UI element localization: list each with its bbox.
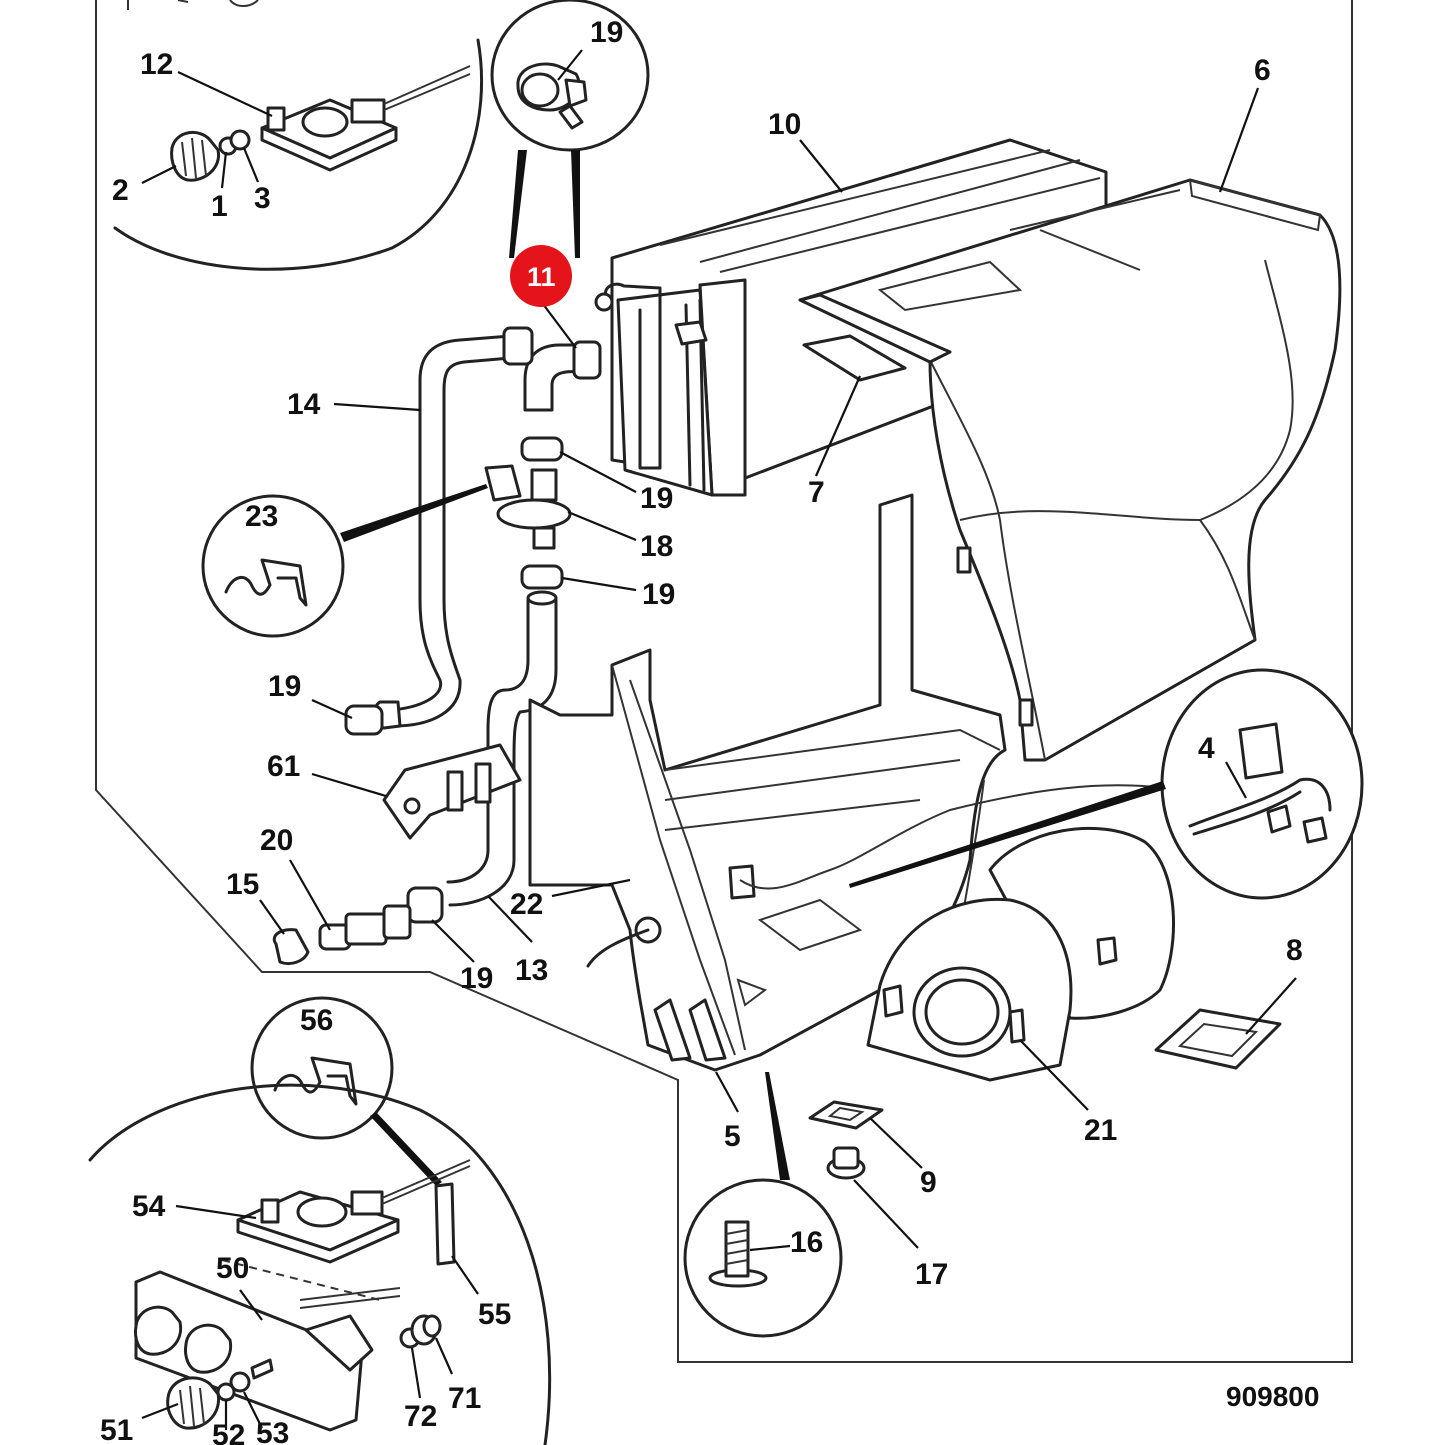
detail-circle-wiring-harness-4 — [849, 668, 1364, 900]
hose-clip-19-icon — [516, 62, 588, 130]
callout-20: 20 — [260, 824, 293, 857]
callout-7: 7 — [808, 476, 825, 509]
callout-11: 11 — [527, 262, 556, 292]
callout-10: 10 — [768, 108, 801, 141]
seal-8-icon — [1154, 1008, 1282, 1070]
callout-labels: 2 1 3 12 19 11 10 6 14 19 18 7 23 19 19 … — [100, 16, 1303, 1445]
callout-15: 15 — [226, 868, 259, 901]
detail-circle-control-knob — [113, 0, 484, 271]
detail-circle-spring-clip-56 — [250, 996, 442, 1186]
detail-circle-control-panel — [88, 1083, 552, 1445]
callout-4: 4 — [1198, 732, 1215, 765]
callout-16: 16 — [790, 1226, 823, 1259]
callout-18: 18 — [640, 530, 673, 563]
callout-61: 61 — [267, 750, 300, 783]
control-switch-12-icon — [260, 65, 471, 172]
lower-casing-5-icon — [528, 493, 1166, 1072]
callout-13: 13 — [515, 954, 548, 987]
callout-54: 54 — [132, 1190, 166, 1223]
diagram-reference-number: 909800 — [1226, 1381, 1319, 1412]
callout-21: 21 — [1084, 1114, 1117, 1147]
callout-1: 1 — [211, 190, 228, 223]
callout-12: 12 — [140, 48, 173, 81]
bracket-55-icon — [434, 1182, 456, 1266]
callout-71: 71 — [448, 1382, 481, 1415]
callout-11-highlight-marker — [510, 245, 572, 307]
frame-lines — [95, 0, 1353, 1363]
leader-lines — [141, 49, 1297, 1430]
wiring-connector-4-icon — [1188, 722, 1332, 844]
callout-19: 19 — [268, 670, 301, 703]
knob-2-icon — [170, 131, 221, 182]
callout-19: 19 — [460, 962, 493, 995]
callout-22: 22 — [510, 888, 543, 921]
callout-19: 19 — [590, 16, 623, 49]
callout-52: 52 — [212, 1419, 245, 1445]
hoses-and-valve — [272, 326, 602, 966]
gasket-9-icon — [808, 1100, 884, 1130]
callout-3: 3 — [254, 182, 271, 215]
callout-17: 17 — [915, 1258, 948, 1291]
detail-circle-screw-16 — [683, 1072, 843, 1338]
bracket-61-icon — [382, 743, 522, 840]
spring-clip-56-icon — [273, 1056, 358, 1106]
callout-50: 50 — [216, 1252, 249, 1285]
callout-72: 72 — [404, 1400, 437, 1433]
blower-motor-21-icon — [866, 826, 1176, 1082]
spring-clip-23-icon — [224, 558, 308, 607]
callout-51: 51 — [100, 1414, 133, 1445]
callout-55: 55 — [478, 1298, 511, 1331]
knob-51-icon — [166, 1376, 221, 1430]
heater-casing-6-icon — [798, 178, 1342, 762]
control-switch-54-icon — [236, 1159, 471, 1264]
water-valve-18-icon — [484, 464, 572, 550]
callout-14: 14 — [287, 388, 321, 421]
callout-19: 19 — [640, 482, 673, 515]
detail-circle-hose-clip — [490, 0, 650, 258]
bush-71-icon — [410, 1314, 442, 1346]
control-panel-50-icon — [134, 1270, 401, 1432]
bleed-fitting-20-icon — [318, 904, 412, 951]
callout-56: 56 — [300, 1004, 333, 1037]
callout-5: 5 — [724, 1120, 741, 1153]
detail-circle-spring-clip-23 — [201, 484, 488, 638]
callout-2: 2 — [112, 174, 129, 207]
grommet-17-icon — [826, 1146, 866, 1180]
screw-16-icon — [708, 1220, 768, 1288]
callout-8: 8 — [1286, 934, 1303, 967]
callout-9: 9 — [920, 1166, 937, 1199]
callout-53: 53 — [256, 1417, 289, 1445]
callout-6: 6 — [1254, 54, 1271, 87]
callout-19: 19 — [642, 578, 675, 611]
callout-23: 23 — [245, 500, 278, 533]
cap-15-icon — [272, 928, 310, 966]
